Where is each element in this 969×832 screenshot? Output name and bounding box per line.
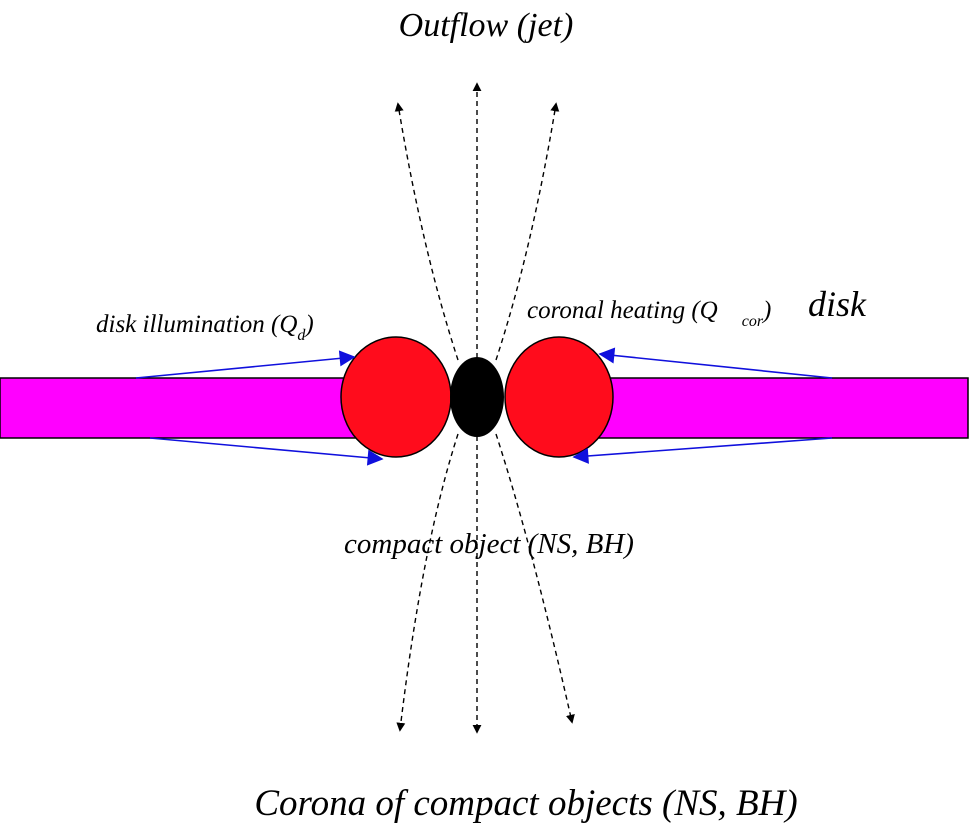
arrow-heating-top [598,347,833,379]
arrow-heating-bottom [572,437,833,464]
disk-illumination-text: disk illumination (Q [96,311,297,338]
arrow-illumination-bottom [149,437,384,466]
radiation-arrows [135,347,833,466]
jet-line-down-right [495,433,575,724]
disk-label: disk [808,284,867,324]
jet-line-up-right [495,102,560,361]
jet-line-down-left [396,433,459,732]
coronal-heating-text: coronal heating (Q [527,297,718,324]
corona-left [340,336,452,458]
coronal-heating-label: coronal heating (Q cor) [527,297,771,330]
jet-lines-up [394,82,560,361]
outflow-label: Outflow (jet) [399,7,574,44]
disk-right [597,377,969,439]
jet-lines-down [396,433,575,734]
jet-line-up-left [394,102,459,361]
disk-left [0,377,361,439]
compact-object-label: compact object (NS, BH) [344,528,634,560]
coronal-heating-close: ) [761,297,771,324]
corona-label: Corona of compact objects (NS, BH) [254,783,797,824]
disk-illumination-label: disk illumination (Qd) [96,311,314,344]
compact-object [450,357,504,437]
coronal-heating-subscript: cor [742,313,764,330]
disk-illumination-subscript: d [297,327,306,344]
arrow-illumination-top [135,350,356,379]
corona-right [504,336,614,458]
disk-illumination-close: ) [303,311,313,338]
